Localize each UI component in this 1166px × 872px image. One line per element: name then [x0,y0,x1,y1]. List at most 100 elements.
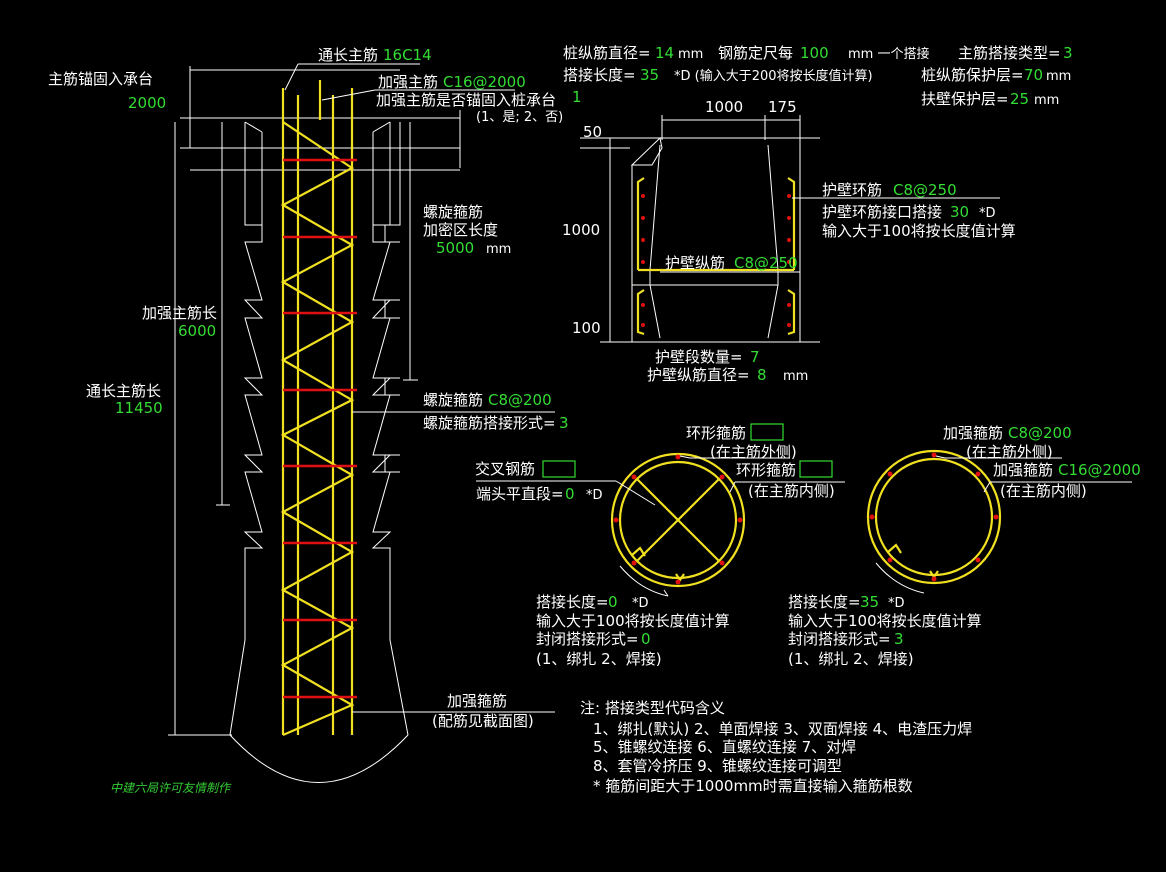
pile-right-outline [371,122,409,736]
wall-ring-dots [641,194,791,327]
dim-175: 175 [768,98,797,116]
ring-in-input[interactable] [799,460,833,478]
section-right-bars [869,452,999,582]
dot [787,323,791,327]
dot [787,194,791,198]
rein-main-label: 加强主筋 [378,73,438,91]
long-label: 护壁纵筋 [665,254,725,272]
fixed-value[interactable]: 100 [800,44,829,62]
lap-arc [875,562,925,594]
dim-50: 50 [583,123,602,141]
ring-out-label: 环形箍筋 [686,424,746,442]
close-value[interactable]: 3 [894,630,904,648]
anchor-value: 2000 [128,94,166,112]
lap-value[interactable]: 35 [860,593,879,611]
lap-hook-b [675,573,685,582]
wall-tick-4 [384,454,400,473]
end-value[interactable]: 0 [565,485,575,503]
rein-len-value: 6000 [178,322,216,340]
fixed-unit: mm 一个搭接 [848,46,929,62]
ring-inner [874,457,994,577]
rein-hoop-note: (配筋见截面图) [432,712,534,730]
wall-tick-2 [384,299,400,319]
spiral-dense-unit: mm [486,242,511,257]
notes-line-4: * 箍筋间距大于1000mm时需直接输入箍筋根数 [593,777,913,795]
lap-value[interactable]: 0 [608,593,618,611]
dot [675,579,681,585]
notes-line-2: 5、锥螺纹连接 6、直螺纹连接 7、对焊 [593,738,856,756]
ring-lap-value[interactable]: 30 [950,203,969,221]
main-label: 加强箍筋 [993,461,1053,479]
dot [787,238,791,242]
cross-input[interactable] [542,460,576,478]
dot [613,517,619,523]
ring-out-input[interactable] [750,423,784,441]
lap-len-hint: *D (输入大于200将按长度值计算) [674,68,873,84]
rein-anchor-value: 1 [572,88,582,106]
hoop-note: (在主筋外侧) [966,443,1053,461]
long-value[interactable]: C8@250 [734,254,798,272]
dia-value[interactable]: 14 [655,44,674,62]
credit-text: 中建六局许可友情制作 [110,781,232,795]
taper-l [244,121,263,133]
ring-out-note: (在主筋外侧) [710,443,797,461]
close-hint: (1、绑扎 2、焊接) [536,650,662,668]
ring-label: 护壁环筋 [822,181,882,199]
lap-type-label: 主筋搭接类型= [958,44,1061,62]
anchor-label: 主筋锚固入承台 [48,70,153,88]
lap-type-value[interactable]: 3 [1063,44,1073,62]
dot [975,471,981,477]
lap-len-value[interactable]: 35 [640,66,659,84]
full-len-value: 11450 [115,399,163,417]
cross-label: 交叉钢筋 [475,460,535,478]
lap-unit: *D [632,596,649,611]
lap-unit: *D [888,596,905,611]
rein-hoop-label: 加强箍筋 [447,692,507,710]
spiral-dense-value: 5000 [436,239,474,257]
ring-value[interactable]: C8@250 [893,181,957,199]
dot [641,194,645,198]
notes-line-1: 1、绑扎(默认) 2、单面焊接 3、双面焊接 4、电渣压力焊 [593,720,972,738]
lap-label: 搭接长度= [788,593,861,611]
dim-100: 100 [572,319,601,337]
leader-hoop-d [935,455,946,459]
wall-cover-value[interactable]: 25 [1010,90,1029,108]
leader-cross-d [615,480,656,506]
close-label: 封闭搭接形式= [536,630,639,648]
spiral-lap-label: 螺旋箍筋搭接形式= [423,414,556,432]
count-label: 护壁段数量= [655,348,743,366]
ring-in-note: (在主筋内侧) [748,482,835,500]
section-right: 加强箍筋 C8@200 (在主筋外侧) 加强箍筋 C16@2000 (在主筋内侧… [788,424,1141,668]
notes-block: 注: 搭接类型代码含义 1、绑扎(默认) 2、单面焊接 3、双面焊接 4、电渣压… [580,699,972,795]
dot [719,474,725,480]
lap-hint: 输入大于100将按长度值计算 [788,612,982,630]
cover-value[interactable]: 70 [1024,66,1043,84]
hoop-value[interactable]: C8@200 [1008,424,1072,442]
wall-long-bar-l2 [636,289,645,336]
long-dia-value[interactable]: 8 [757,366,767,384]
end-label: 端头平直段= [476,485,564,503]
wall-long-bar-r1 [787,177,796,270]
spiral-lap-value: 3 [559,414,569,432]
pile-elevation: 通长主筋 16C14 主筋锚固入承台 2000 加强主筋 C16@2000 加强… [48,46,582,783]
dot [993,514,999,520]
close-hint: (1、绑扎 2、焊接) [788,650,914,668]
leader-main-d [983,481,991,493]
main-value[interactable]: C16@2000 [1058,461,1141,479]
end-unit: *D [586,488,603,503]
count-value[interactable]: 7 [750,348,760,366]
leader-ring-in-d [729,481,736,493]
dim-h1000: 1000 [562,221,600,239]
dim-1000: 1000 [705,98,743,116]
long-dia-unit: mm [783,369,808,384]
dot [787,303,791,307]
close-value[interactable]: 0 [641,630,651,648]
dot [631,560,637,566]
dot [641,216,645,220]
wall-long-bar-r2 [787,289,796,336]
wall-cover-unit: mm [1034,93,1059,108]
dot [641,303,645,307]
dot [869,514,875,520]
dot [719,560,725,566]
